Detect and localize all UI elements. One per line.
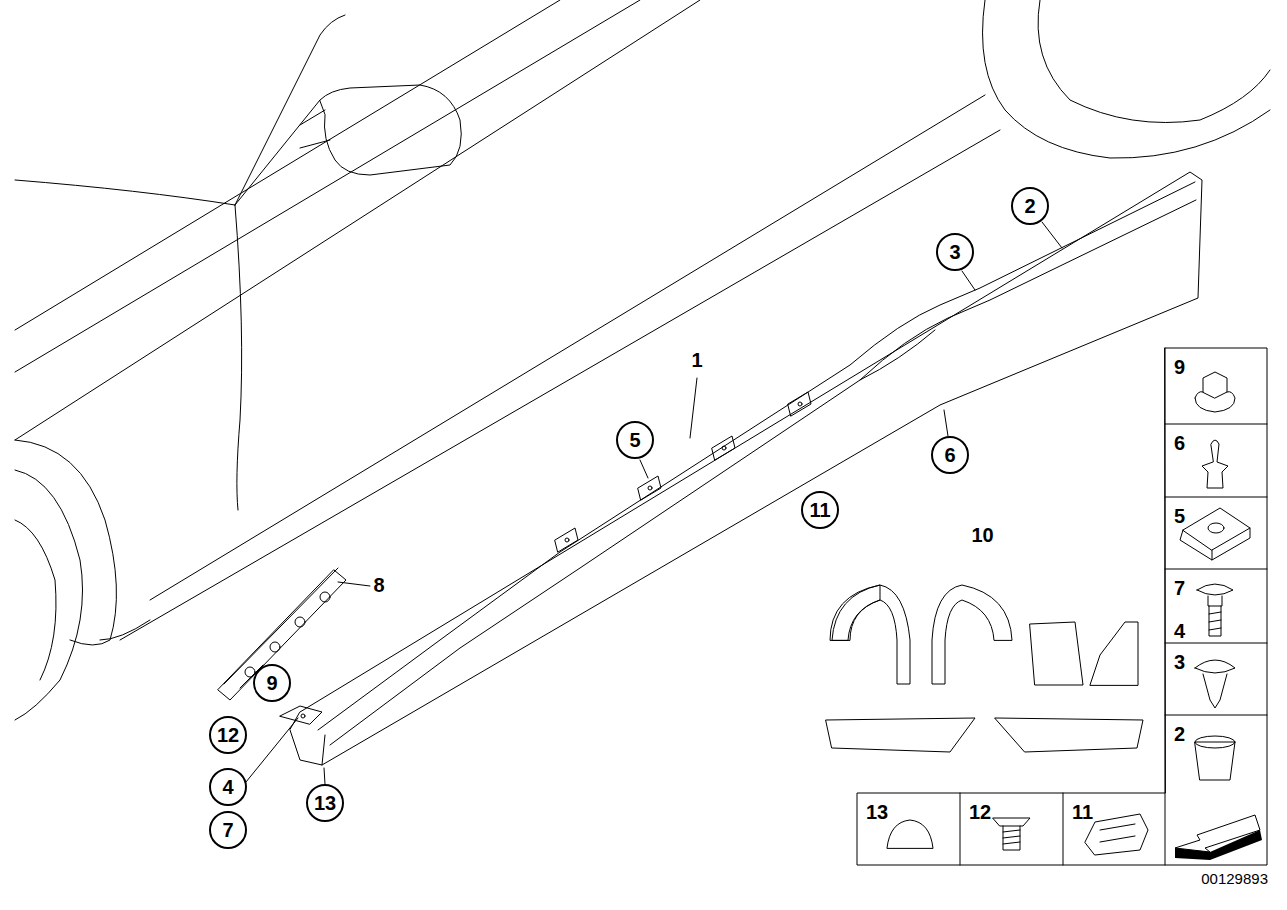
callout-circle: 7 (209, 811, 247, 849)
parts-table-cell: 3 (1165, 643, 1267, 715)
parts-table-cell: 74 (1165, 569, 1267, 643)
part-number: 6 (1174, 433, 1185, 453)
part-number: 7 (1174, 578, 1185, 598)
part-number: 13 (866, 802, 888, 822)
callout-number: 12 (217, 725, 239, 745)
diagram-code: 00129893 (1201, 871, 1268, 886)
callout-number: 8 (373, 575, 384, 595)
parts-table-cell: 11 (1063, 793, 1165, 865)
kit-heading: 10 (971, 525, 993, 545)
part-number: 4 (1174, 621, 1185, 641)
callout-number: 5 (629, 430, 640, 450)
part-number: 12 (969, 802, 991, 822)
callout-circle: 3 (936, 233, 974, 271)
callout-circle: 13 (306, 784, 344, 822)
parts-table-cell: 13 (857, 793, 960, 865)
parts-table-cell: 5 (1165, 497, 1267, 569)
parts-table-cell: 2 (1165, 715, 1267, 793)
part-number: 3 (1174, 652, 1185, 672)
kit-box: 10 (812, 567, 1153, 780)
callout-circle: 5 (616, 421, 654, 459)
part-number: 11 (1072, 802, 1093, 822)
callout-circle: 9 (253, 664, 291, 702)
callout-circle: 2 (1011, 187, 1049, 225)
parts-table-cell: 12 (960, 793, 1063, 865)
callout-number: 3 (949, 242, 960, 262)
callout-circle: 11 (801, 491, 839, 529)
callout-circle: 4 (209, 768, 247, 806)
parts-table-cell: 6 (1165, 424, 1267, 497)
callout-number: 2 (1024, 196, 1035, 216)
callout-number: 4 (222, 777, 233, 797)
callout-number: 9 (266, 673, 277, 693)
part-number: 2 (1174, 724, 1185, 744)
callout-number: 13 (314, 793, 336, 813)
callout-number: 11 (809, 500, 830, 520)
callout-number: 1 (691, 350, 702, 370)
parts-table-cell: 9 (1165, 348, 1267, 424)
part-number: 5 (1174, 506, 1185, 526)
callout-number: 6 (944, 445, 955, 465)
callout-circle: 6 (931, 436, 969, 474)
callout-circle: 12 (209, 716, 247, 754)
callout-number: 7 (222, 820, 233, 840)
part-number: 9 (1174, 357, 1185, 377)
